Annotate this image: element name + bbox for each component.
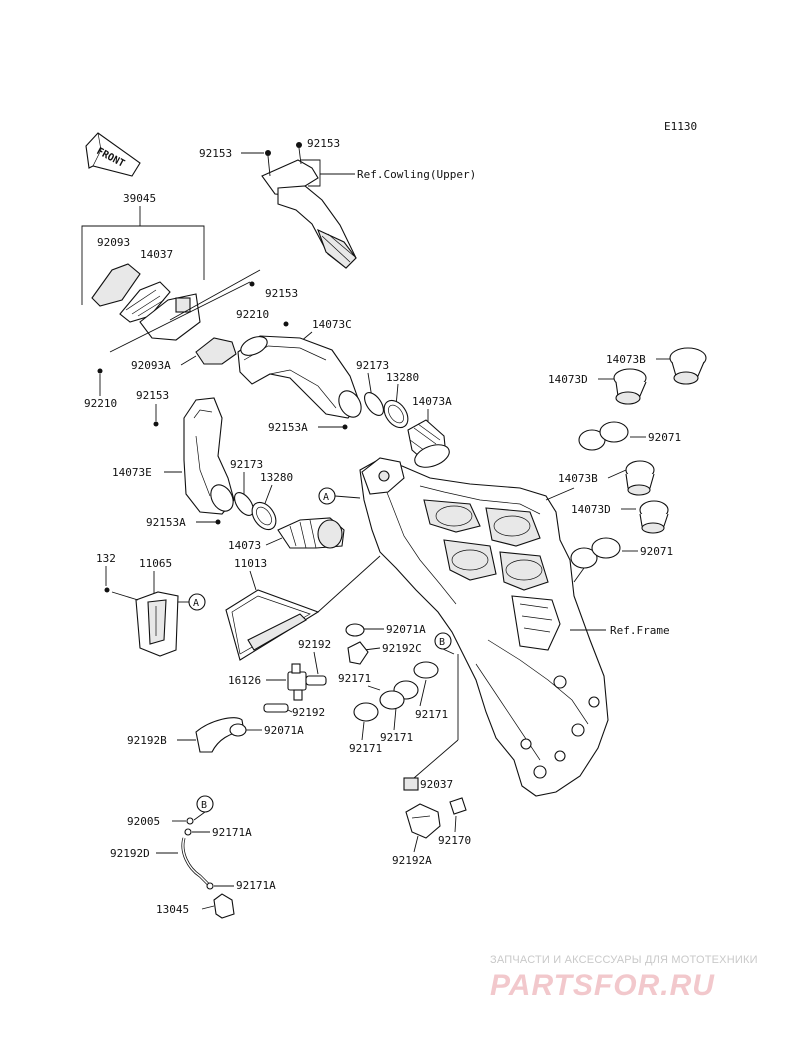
label-92071A-left: 92071A <box>264 724 304 737</box>
duct-14073e <box>183 397 235 515</box>
label-14073E: 14073E <box>112 466 152 479</box>
label-92192B: 92192B <box>127 734 167 747</box>
label-14073B-mid: 14073B <box>558 472 598 485</box>
bellows-14073a <box>407 419 450 468</box>
label-92093: 92093 <box>97 236 130 249</box>
label-92153-top-right: 92153 <box>307 137 340 150</box>
label-92153A-mid: 92153A <box>146 516 186 529</box>
label-92192: 92192 <box>298 638 331 651</box>
label-92171-a: 92171 <box>338 672 371 685</box>
label-39045: 39045 <box>123 192 156 205</box>
label-14073A: 14073A <box>412 395 452 408</box>
label-92170: 92170 <box>438 834 471 847</box>
label-92171A-top: 92171A <box>212 826 252 839</box>
bellows-14073 <box>277 517 345 549</box>
label-92071-mid: 92071 <box>640 545 673 558</box>
label-92171-c: 92171 <box>380 731 413 744</box>
ref-frame: Ref.Frame <box>610 624 670 637</box>
callout-a-cover-label: A <box>193 598 199 609</box>
valve-16126 <box>287 663 327 701</box>
label-14073C: 14073C <box>312 318 352 331</box>
main-frame-airbox <box>359 457 609 797</box>
label-92192A: 92192A <box>392 854 432 867</box>
label-92210-right: 92210 <box>236 308 269 321</box>
label-92171A-bottom: 92171A <box>236 879 276 892</box>
label-14073D-mid: 14073D <box>571 503 611 516</box>
callout-b-hose-label: B <box>201 800 207 811</box>
filter-cover-11065 <box>135 591 179 657</box>
label-92210-left: 92210 <box>84 397 117 410</box>
ref-cowling-upper: Ref.Cowling(Upper) <box>357 168 476 181</box>
label-13045: 13045 <box>156 903 189 916</box>
label-92153-left: 92153 <box>136 389 169 402</box>
label-16126: 16126 <box>228 674 261 687</box>
watermark-brand: PARTSFOR.RU <box>490 969 715 1002</box>
intake-cover-part <box>91 263 201 341</box>
label-13280-mid: 13280 <box>260 471 293 484</box>
label-13280-top: 13280 <box>386 371 419 384</box>
label-92153A-top: 92153A <box>268 421 308 434</box>
label-92171-d: 92171 <box>349 742 382 755</box>
label-92192C: 92192C <box>382 642 422 655</box>
label-14073B-top: 14073B <box>606 353 646 366</box>
label-92192D: 92192D <box>110 847 150 860</box>
label-92037: 92037 <box>420 778 453 791</box>
callout-b-frame-label: B <box>439 637 445 648</box>
label-11013: 11013 <box>234 557 267 570</box>
label-92005: 92005 <box>127 815 160 828</box>
air-filter-11013 <box>225 589 320 661</box>
cowling-stay-bracket <box>261 142 357 269</box>
diagram-code: E1130 <box>664 120 697 133</box>
label-132: 132 <box>96 552 116 565</box>
label-14073D-top: 14073D <box>548 373 588 386</box>
label-92153-top-left: 92153 <box>199 147 232 160</box>
label-92173-mid: 92173 <box>230 458 263 471</box>
label-92071A-right: 92071A <box>386 623 426 636</box>
watermark-caption: ЗАПЧАСТИ И АКСЕССУАРЫ ДЛЯ МОТОТЕХНИКИ <box>490 954 758 966</box>
callout-a-frame-label: A <box>323 492 329 503</box>
front-arrow-icon: FRONT <box>85 132 141 177</box>
label-14037: 14037 <box>140 248 173 261</box>
label-11065: 11065 <box>139 557 172 570</box>
label-92071-top: 92071 <box>648 431 681 444</box>
label-92173-top: 92173 <box>356 359 389 372</box>
label-92192-b: 92192 <box>292 706 325 719</box>
funnel-set-lower <box>570 460 669 569</box>
label-92093A: 92093A <box>131 359 171 372</box>
label-92171-b: 92171 <box>415 708 448 721</box>
funnel-set-upper <box>578 347 707 451</box>
label-92153-mid: 92153 <box>265 287 298 300</box>
label-14073: 14073 <box>228 539 261 552</box>
duct-14073c <box>237 335 362 419</box>
